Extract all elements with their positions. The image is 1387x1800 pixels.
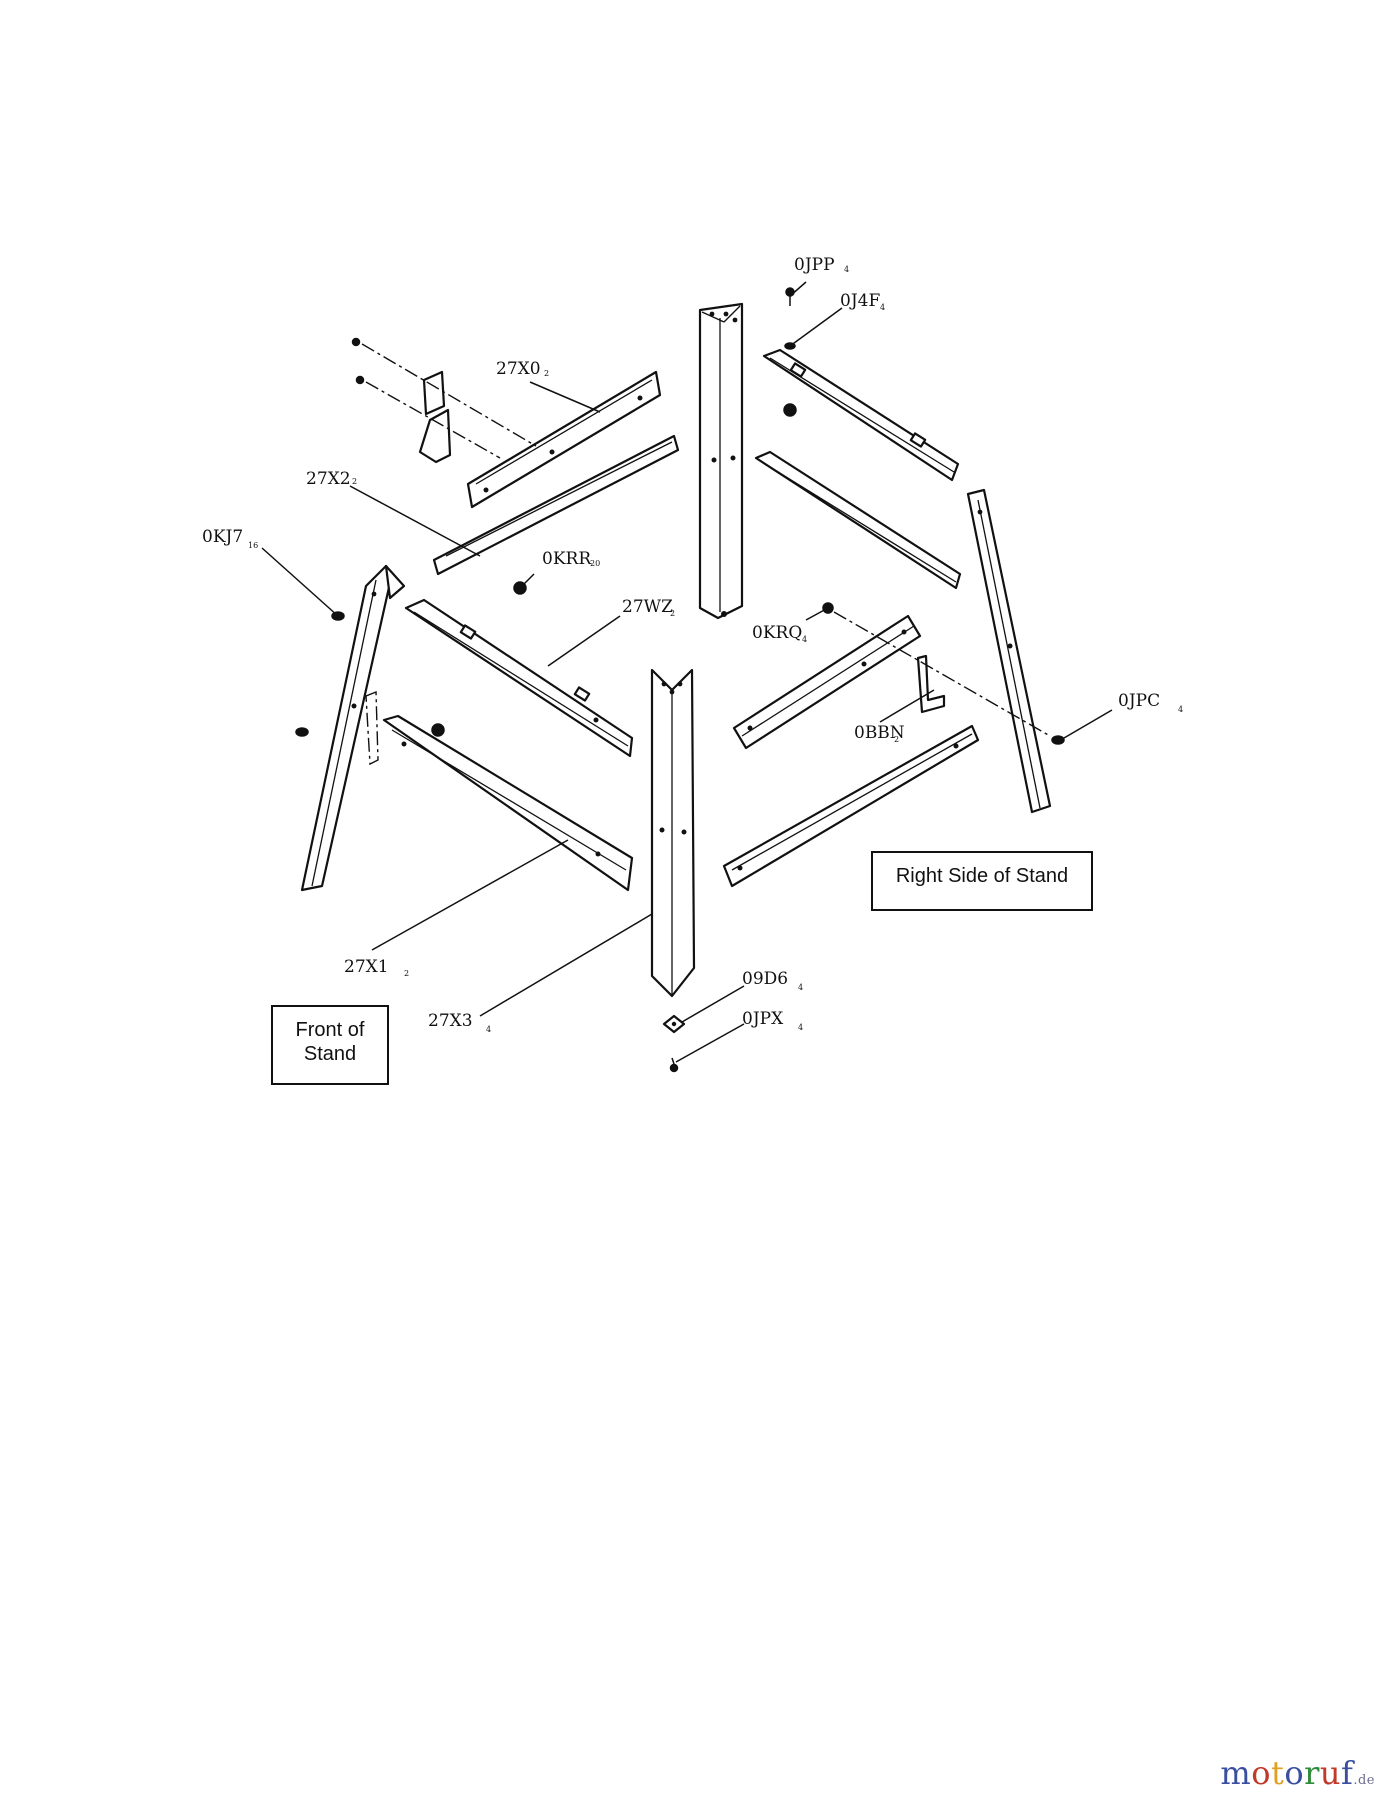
qty-0kj7: 16 bbox=[248, 541, 258, 550]
bracket-left bbox=[365, 690, 379, 766]
wm-letter: f bbox=[1341, 1754, 1354, 1792]
label-27x3: 27X3 bbox=[428, 1011, 473, 1031]
qty-0jpp: 4 bbox=[844, 265, 849, 274]
label-09d6: 09D6 bbox=[742, 969, 788, 989]
rail-27wz bbox=[404, 598, 634, 758]
label-0bbn: 0BBN bbox=[854, 723, 905, 743]
wm-tld: .de bbox=[1353, 1773, 1375, 1788]
box-front-line2: Stand bbox=[304, 1043, 356, 1065]
label-0krq: 0KRQ bbox=[752, 623, 802, 643]
watermark-logo: motoruf.de bbox=[1220, 1754, 1375, 1792]
wm-letter: o bbox=[1284, 1754, 1305, 1792]
wm-letter: t bbox=[1270, 1754, 1285, 1792]
wm-letter: o bbox=[1251, 1754, 1271, 1792]
label-0jpp: 0JPP bbox=[794, 255, 835, 275]
qty-0krr: 20 bbox=[590, 559, 600, 568]
hardware-top-right bbox=[783, 281, 843, 417]
leg-left-front bbox=[300, 564, 406, 892]
bracket-0bbn bbox=[916, 654, 946, 714]
wm-letter: r bbox=[1304, 1754, 1320, 1792]
label-0j4f: 0J4F bbox=[840, 291, 880, 311]
label-27x0: 27X0 bbox=[496, 359, 541, 379]
channel-27x1 bbox=[382, 714, 634, 892]
rail-upper-right bbox=[762, 348, 960, 482]
label-0jpc: 0JPC bbox=[1118, 691, 1160, 711]
qty-27x1: 2 bbox=[404, 969, 409, 978]
box-right-side-of-stand: Right Side of Stand bbox=[871, 851, 1093, 911]
bolts-left bbox=[295, 611, 345, 737]
rail-27x0 bbox=[466, 370, 662, 509]
wm-letter: m bbox=[1220, 1754, 1252, 1792]
qty-0jpc: 4 bbox=[1178, 705, 1183, 714]
qty-0krq: 4 bbox=[802, 635, 807, 644]
qty-09d6: 4 bbox=[798, 983, 803, 992]
label-27x2: 27X2 bbox=[306, 469, 351, 489]
qty-27wz: 2 bbox=[670, 609, 675, 618]
hardware-right bbox=[822, 602, 1065, 745]
qty-0j4f: 4 bbox=[880, 303, 885, 312]
qty-0bbn: 2 bbox=[894, 735, 899, 744]
bolts-upper-left bbox=[351, 337, 537, 459]
leg-back-center bbox=[698, 302, 744, 620]
label-27wz: 27WZ bbox=[622, 597, 673, 617]
leader-lines bbox=[261, 381, 1113, 1017]
qty-27x2: 2 bbox=[352, 477, 357, 486]
leg-front-center bbox=[650, 668, 696, 998]
leg-right-back bbox=[966, 488, 1052, 814]
label-27x1: 27X1 bbox=[344, 957, 389, 977]
hook-upper-left bbox=[418, 370, 452, 464]
foot-hardware bbox=[662, 985, 745, 1073]
label-0krr: 0KRR bbox=[542, 549, 592, 569]
channel-27x2 bbox=[432, 434, 680, 576]
box-right-side-text: Right Side of Stand bbox=[896, 865, 1068, 887]
box-front-line1: Front of bbox=[296, 1019, 365, 1041]
channel-lower-right bbox=[722, 724, 980, 888]
qty-27x0: 2 bbox=[544, 369, 549, 378]
label-0jpx: 0JPX bbox=[742, 1009, 784, 1029]
channel-upper-right bbox=[754, 450, 962, 590]
qty-27x3: 4 bbox=[486, 1025, 491, 1034]
part-labels: 0JPP 4 0J4F 4 27X0 2 27X2 2 0KJ7 16 0KRR… bbox=[202, 255, 1183, 1034]
wm-letter: u bbox=[1319, 1754, 1341, 1792]
label-0kj7: 0KJ7 bbox=[202, 527, 243, 547]
rail-mid-right bbox=[732, 614, 922, 750]
box-front-of-stand: Front of Stand bbox=[271, 1005, 389, 1085]
qty-0jpx: 4 bbox=[798, 1023, 803, 1032]
